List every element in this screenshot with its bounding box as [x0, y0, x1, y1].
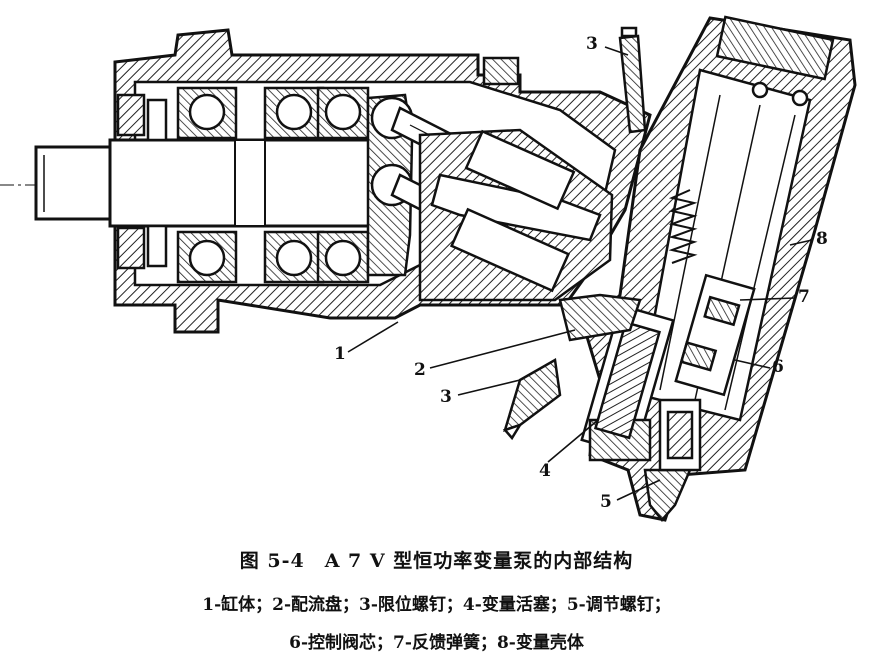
control-spool: [674, 273, 756, 397]
valve-plate: [558, 293, 642, 342]
limit-screw-bottom: [502, 358, 562, 441]
callout-6-control-spool: 6: [772, 357, 784, 377]
pump-cross-section-drawing: [0, 15, 857, 522]
callout-1-cylinder-block: 1: [334, 344, 346, 364]
callout-7-feedback-spring: 7: [798, 287, 810, 307]
callout-5-adjusting-screw: 5: [600, 492, 612, 512]
feedback-spring: [668, 189, 698, 264]
callout-3-limit-screw-bottom: 3: [440, 387, 452, 407]
shaft-bearings: [176, 86, 370, 284]
cylinder-block: [418, 128, 614, 302]
drive-shaft: [34, 138, 382, 228]
housing-end-cap: [715, 15, 835, 107]
figure-caption-title: 图 5-4 A 7 V 型恒功率变量泵的内部结构: [239, 550, 634, 572]
figure-legend-line-2: 6-控制阀芯；7-反馈弹簧；8-变量壳体: [289, 633, 584, 653]
callout-8-variable-housing: 8: [816, 229, 828, 249]
adjusting-screw: [643, 398, 702, 522]
callout-3-limit-screw-top: 3: [586, 34, 598, 54]
limit-screw-top: [618, 26, 647, 134]
callout-2-valve-plate: 2: [414, 360, 426, 380]
variable-piston: [580, 303, 675, 462]
shaft-seal: [116, 93, 168, 270]
callout-leaders: [347, 46, 813, 501]
callout-4-variable-piston: 4: [539, 461, 551, 481]
figure-legend-line-1: 1-缸体；2-配流盘；3-限位螺钉；4-变量活塞；5-调节螺钉；: [202, 595, 671, 615]
top-port-plug: [482, 56, 520, 86]
